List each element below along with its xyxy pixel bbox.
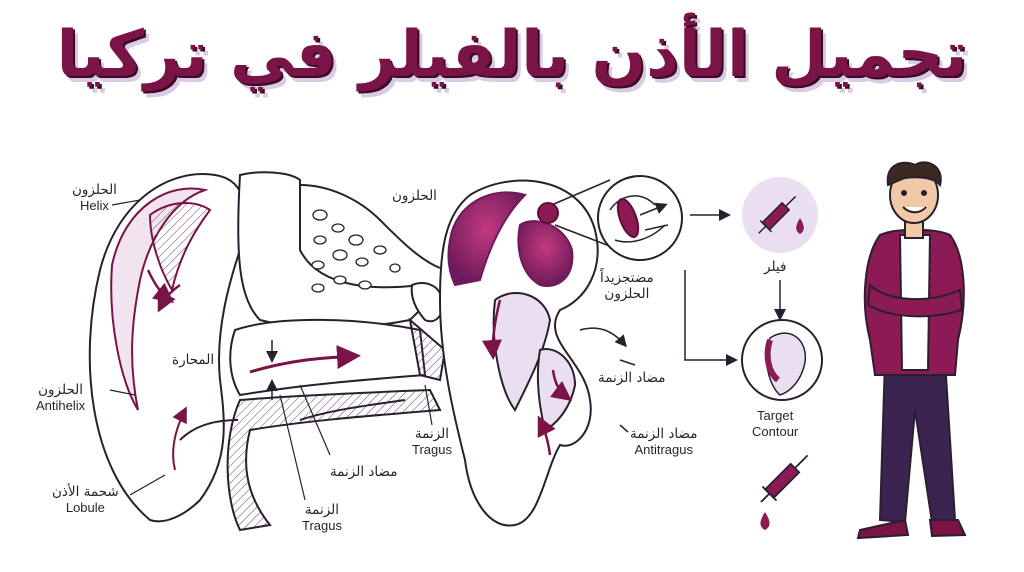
- label-antitragus-right1: مضاد الزنمة: [598, 370, 665, 386]
- label-antitragus-mid: مضاد الزنمة: [330, 464, 397, 480]
- label-helix-enhanced: مضتجزيداً الحلزون: [600, 270, 654, 302]
- syringe-icon: [763, 462, 801, 500]
- bottom-syringe: [760, 454, 809, 530]
- drop-icon: [796, 218, 804, 234]
- lower-cartilage: [226, 388, 442, 532]
- label-tragus-mid-ar: الزنمة: [414, 426, 450, 442]
- label-lobule-en: Lobule: [65, 500, 105, 515]
- syringe-icon: [758, 195, 797, 234]
- label-antihelix-en: Antihelix: [36, 398, 86, 413]
- helix-filler-zone: [447, 191, 527, 287]
- label-helix-ar: الحلزون: [72, 182, 117, 198]
- crossed-arms: [866, 282, 964, 318]
- label-tragus-bottom-en: Tragus: [302, 518, 342, 533]
- label-target-line1: Target: [757, 408, 794, 423]
- helix-rim-shade: [110, 187, 209, 411]
- label-antihelix: الحلزون Antihelix: [36, 382, 85, 414]
- label-target-contour: Target Contour: [752, 408, 798, 440]
- trousers: [878, 359, 957, 524]
- label-helix-enhanced-line2: الحلزون: [604, 286, 650, 302]
- label-antitragus-mid-ar: مضاد الزنمة: [330, 464, 398, 480]
- drop-icon: [760, 512, 770, 530]
- man-illustration: [856, 161, 967, 540]
- page-title: تجميل الأذن بالفيلر في تركيا: [56, 18, 968, 92]
- hair: [886, 161, 942, 188]
- filler-circle: [742, 177, 818, 253]
- label-filler: فيلر: [764, 259, 786, 275]
- zoom-circle: [597, 175, 683, 261]
- label-filler-ar: فيلر: [764, 259, 787, 275]
- label-antihelix-ar: الحلزون: [38, 382, 84, 398]
- eardrum: [408, 317, 447, 382]
- label-helix-right-ar: الحلزون: [392, 188, 437, 204]
- bone-cells: [311, 209, 401, 293]
- right-ear-front-view: [438, 175, 683, 527]
- label-tragus-bottom-ar: الزنمة: [304, 502, 340, 518]
- label-tragus-mid: الزنمة Tragus: [412, 426, 452, 458]
- label-lobule: شحمة الأذن Lobule: [52, 484, 119, 516]
- antihelix-filler-zone: [517, 220, 574, 287]
- left-ear-cross-section: [88, 171, 447, 532]
- label-helix-right: الحلزون: [392, 188, 437, 204]
- label-target-line2: Contour: [752, 424, 799, 439]
- ossicles: [410, 282, 444, 323]
- label-lobule-ar: شحمة الأذن: [52, 484, 119, 500]
- left-leader-lines: [109, 199, 433, 501]
- label-antitragus-right2-ar: مضاد الزنمة: [630, 426, 698, 442]
- label-tragus-bottom: الزنمة Tragus: [302, 502, 342, 534]
- label-antitragus-right2-en: Antitragus: [634, 442, 693, 457]
- label-concha: المحارة: [172, 352, 214, 368]
- label-antitragus-right1-ar: مضاد الزنمة: [598, 370, 666, 386]
- flow-arrows: [619, 209, 786, 433]
- helix-hatch: [148, 202, 212, 293]
- label-tragus-mid-en: Tragus: [412, 442, 452, 457]
- label-helix-en: Helix: [80, 198, 109, 213]
- label-concha-ar: المحارة: [172, 352, 215, 368]
- label-helix-enhanced-line1: مضتجزيداً: [600, 270, 654, 286]
- target-contour-circle: [741, 319, 823, 401]
- label-helix-left: الحلزون Helix: [72, 182, 117, 214]
- label-antitragus-right2: مضاد الزنمة Antitragus: [630, 426, 697, 458]
